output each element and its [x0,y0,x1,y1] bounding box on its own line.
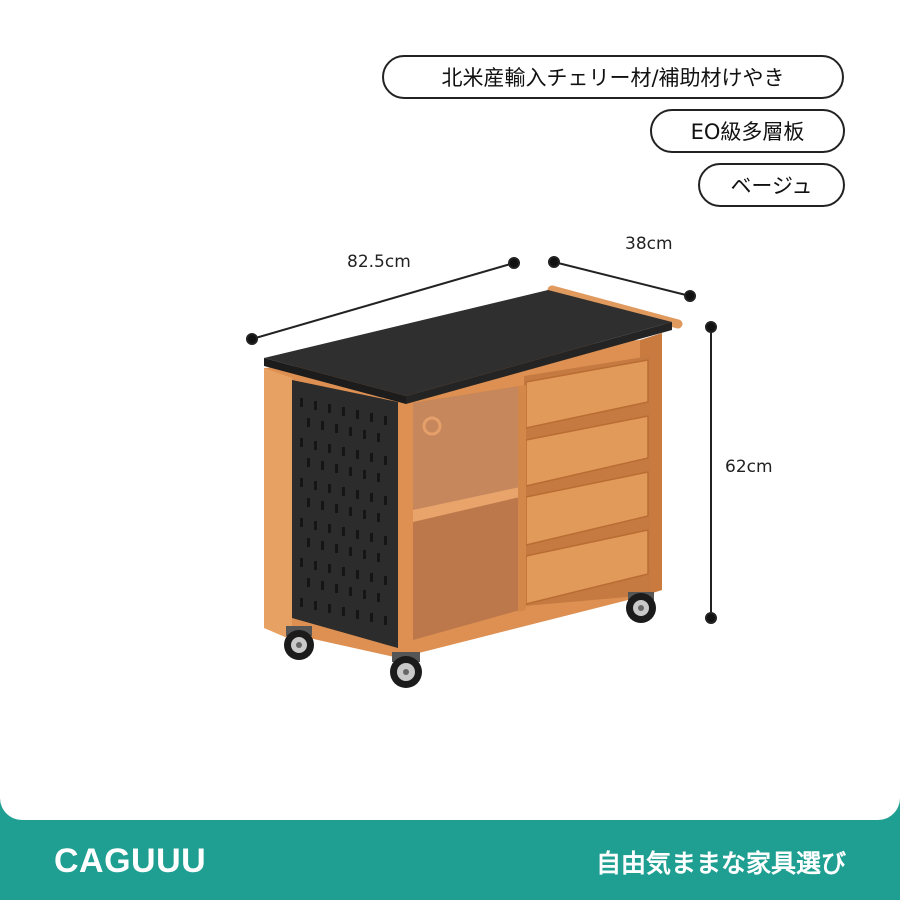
board-grade-tag: EO級多層板 [650,109,845,153]
depth-label: 38cm [625,234,673,254]
color-tag: ベージュ [698,163,845,207]
caster-front [390,652,422,688]
width-label: 82.5cm [347,252,411,272]
tabletop [264,290,672,404]
caster-left [284,626,314,660]
ring-handle-icon [422,416,442,436]
frame-posts [398,385,526,658]
pegboard-door [292,380,442,648]
brand-logo: CAGUUU [54,842,207,880]
caster-right [626,592,656,623]
footer-bar: CAGUUU 自由気ままな家具選び [0,820,900,900]
tagline: 自由気ままな家具選び [595,849,846,878]
drawers [525,359,649,605]
dimension-lines [246,256,717,624]
material-tag: 北米産輸入チェリー材/補助材けやき [382,55,844,99]
cart-illustration [246,256,717,688]
height-label: 62cm [725,457,773,477]
casters [284,592,656,688]
